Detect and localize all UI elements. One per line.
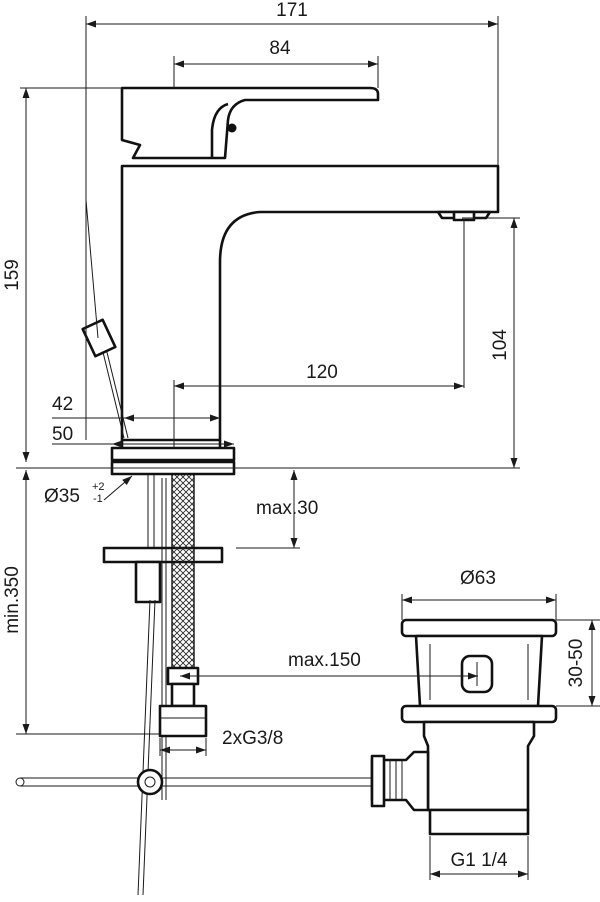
- label-base-inner: 42: [52, 394, 73, 415]
- dimension-labels: 171 84 159 104 120 42 50 Ø35 +2 -1 max.3…: [2, 0, 587, 871]
- mounting-parts: [102, 474, 224, 896]
- drain-lever-rod: [15, 768, 372, 796]
- label-hole-tolerance-plus: +2: [92, 481, 105, 493]
- label-base-outer: 50: [52, 424, 73, 445]
- waste-fitting: [370, 618, 558, 836]
- label-hole-diameter-group: Ø35 +2 -1: [44, 481, 105, 507]
- label-spout-reach: 120: [306, 362, 338, 383]
- label-connection-thread: 2xG3/8: [222, 728, 283, 749]
- label-max-drain: max.150: [288, 650, 361, 671]
- label-waste-thread: G1 1/4: [450, 850, 507, 871]
- label-overall-width: 171: [276, 0, 308, 21]
- label-spout-height: 104: [490, 329, 511, 361]
- label-waste-height: 30-50: [566, 639, 587, 688]
- dimension-lines: [16, 16, 600, 880]
- label-overall-height: 159: [2, 259, 23, 291]
- label-min-hose: min.350: [2, 566, 23, 634]
- label-hole-diameter: Ø35: [44, 486, 80, 507]
- label-max-deck: max.30: [256, 498, 318, 519]
- label-waste-diameter: Ø63: [460, 568, 496, 589]
- label-lever-length: 84: [269, 38, 291, 59]
- popup-rod: [81, 199, 129, 439]
- faucet-body: [110, 86, 500, 476]
- label-hole-tolerance-minus: -1: [93, 493, 103, 505]
- flexible-hose: [158, 473, 208, 738]
